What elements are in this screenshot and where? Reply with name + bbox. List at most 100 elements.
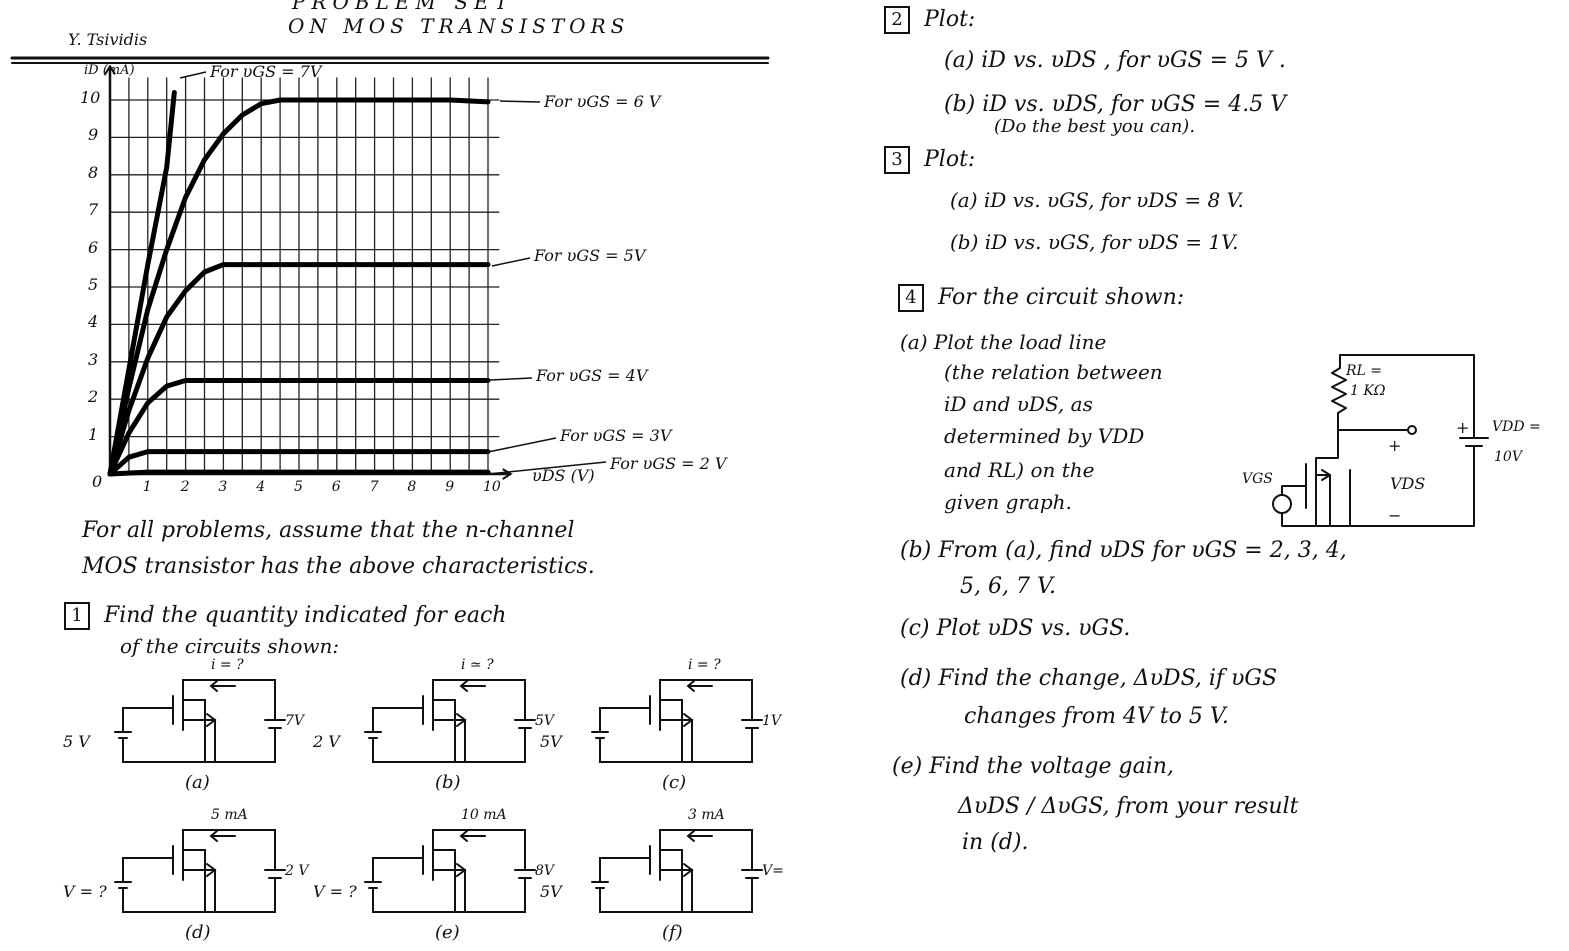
p4-vgs-wire bbox=[1281, 455, 1475, 527]
problem-4b-line1: (b) From (a), find υDS for υGS = 2, 3, 4… bbox=[900, 538, 1347, 563]
circuit-caption: (f) bbox=[662, 922, 683, 943]
problem-2b: (b) iD vs. υDS, for υGS = 4.5 V bbox=[944, 92, 1287, 117]
author: Y. Tsividis bbox=[68, 30, 148, 49]
current-arrow bbox=[209, 830, 236, 842]
circuit-left-source: V = ? bbox=[313, 882, 357, 901]
right-battery bbox=[182, 679, 286, 737]
p4-vds-label: VDS bbox=[1390, 474, 1426, 493]
y-tick-label: 3 bbox=[88, 349, 99, 369]
circuit-right-source: 2 V bbox=[285, 863, 309, 879]
circuit-6 bbox=[591, 829, 763, 913]
y-tick-label: 9 bbox=[88, 125, 99, 145]
problem-4e-line3: in (d). bbox=[962, 830, 1029, 855]
x-tick-label: 8 bbox=[407, 479, 417, 495]
circuit-3 bbox=[591, 679, 763, 763]
curve-for-gs-5v bbox=[107, 262, 491, 477]
circuit-current-label: 10 mA bbox=[461, 807, 507, 823]
series-label: For υGS = 7V bbox=[210, 62, 322, 81]
circuit-4 bbox=[114, 829, 286, 913]
current-arrow bbox=[459, 830, 486, 842]
left-battery bbox=[591, 715, 753, 763]
x-tick-label: 4 bbox=[256, 479, 266, 495]
gate-wire bbox=[372, 707, 424, 717]
current-arrow bbox=[209, 680, 236, 692]
circuit-1 bbox=[114, 679, 286, 763]
x-axis-label: υDS (V) bbox=[532, 466, 595, 485]
circuit-left-source: V = ? bbox=[63, 882, 107, 901]
title-line2: ON MOS TRANSISTORS bbox=[288, 14, 630, 38]
y-tick-label: 10 bbox=[80, 88, 101, 107]
series-leader-line bbox=[489, 377, 533, 381]
problem-4-number: 4 bbox=[898, 284, 924, 312]
problem-2a: (a) iD vs. υDS , for υGS = 5 V . bbox=[944, 48, 1286, 73]
series-leader-line bbox=[487, 461, 607, 475]
left-battery bbox=[114, 865, 276, 913]
p4-vgs-source bbox=[1272, 494, 1292, 514]
y-tick-label: 7 bbox=[88, 200, 99, 220]
problem-4a-line5: and RL) on the bbox=[944, 458, 1095, 482]
problem-4d-line1: (d) Find the change, ΔυDS, if υGS bbox=[900, 666, 1278, 691]
circuit-caption: (b) bbox=[435, 772, 461, 793]
left-battery bbox=[591, 865, 753, 913]
problem-3a: (a) iD vs. υGS, for υDS = 8 V. bbox=[950, 188, 1244, 212]
p4-rl-label1: RL = bbox=[1346, 363, 1383, 379]
y-tick-label: 5 bbox=[88, 275, 99, 294]
assume-line2: MOS transistor has the above characteris… bbox=[82, 554, 595, 579]
left-battery bbox=[364, 715, 526, 763]
p4-vgs-label: VGS bbox=[1242, 471, 1273, 487]
x-tick-label: 1 bbox=[142, 479, 152, 495]
series-label: For υGS = 6 V bbox=[544, 92, 661, 111]
y-tick-label: 2 bbox=[88, 387, 99, 407]
circuit-right-source: 8V bbox=[535, 863, 555, 879]
problem-4a-line6: given graph. bbox=[944, 490, 1072, 514]
problem-4e-line2: ΔυDS / ΔυGS, from your result bbox=[958, 794, 1299, 819]
series-label: For υGS = 4V bbox=[536, 366, 648, 385]
circuit-current-label: 5 mA bbox=[211, 807, 248, 823]
p4-vdd-battery bbox=[1459, 419, 1489, 457]
problem-4a-line3: iD and υDS, as bbox=[944, 392, 1093, 416]
series-leader-line bbox=[179, 71, 207, 79]
gate-wire bbox=[599, 857, 651, 867]
gate-wire bbox=[372, 857, 424, 867]
circuit-current-label: i ≃ ? bbox=[461, 657, 494, 673]
current-arrow bbox=[686, 680, 713, 692]
right-battery bbox=[659, 829, 763, 887]
series-label: For υGS = 3V bbox=[560, 426, 672, 445]
x-tick-label: 9 bbox=[445, 479, 455, 495]
x-tick-label: 3 bbox=[218, 479, 228, 495]
problem-4b-line2: 5, 6, 7 V. bbox=[960, 574, 1056, 599]
series-leader-line bbox=[499, 100, 541, 103]
problem-4c: (c) Plot υDS vs. υGS. bbox=[900, 616, 1131, 641]
p4-vds-plus: + bbox=[1388, 436, 1402, 455]
p4-gate-wire bbox=[1281, 485, 1307, 495]
circuit-2 bbox=[364, 679, 536, 763]
problem-1-text: Find the quantity indicated for each bbox=[104, 603, 507, 628]
curve-for-gs-2-v bbox=[107, 469, 491, 477]
p4-rl-label2: 1 KΩ bbox=[1350, 383, 1386, 399]
x-tick-label: 5 bbox=[294, 479, 303, 495]
problem-2-number: 2 bbox=[884, 6, 910, 34]
source-drain bbox=[182, 849, 217, 913]
circuit-caption: (a) bbox=[185, 772, 210, 793]
circuit-caption: (c) bbox=[662, 772, 687, 793]
source-drain bbox=[182, 699, 217, 763]
right-battery bbox=[182, 829, 286, 887]
y-axis-arrow bbox=[104, 64, 116, 75]
circuit-current-label: 3 mA bbox=[688, 807, 725, 823]
circuit-current-label: i = ? bbox=[211, 657, 244, 673]
p4-top-wire bbox=[1339, 354, 1475, 421]
gate-wire bbox=[599, 707, 651, 717]
p4-mosfet-source bbox=[1315, 469, 1331, 527]
circuit-left-source: 5V bbox=[540, 882, 562, 901]
circuit-left-source: 5 V bbox=[63, 732, 90, 751]
source-drain bbox=[659, 699, 694, 763]
x-tick-label: 6 bbox=[331, 479, 341, 495]
series-leader-line bbox=[491, 257, 531, 267]
series-leader-line bbox=[487, 437, 557, 453]
left-battery bbox=[114, 715, 276, 763]
y-tick-label: 4 bbox=[88, 312, 99, 332]
series-label: For υGS = 5V bbox=[534, 246, 646, 265]
